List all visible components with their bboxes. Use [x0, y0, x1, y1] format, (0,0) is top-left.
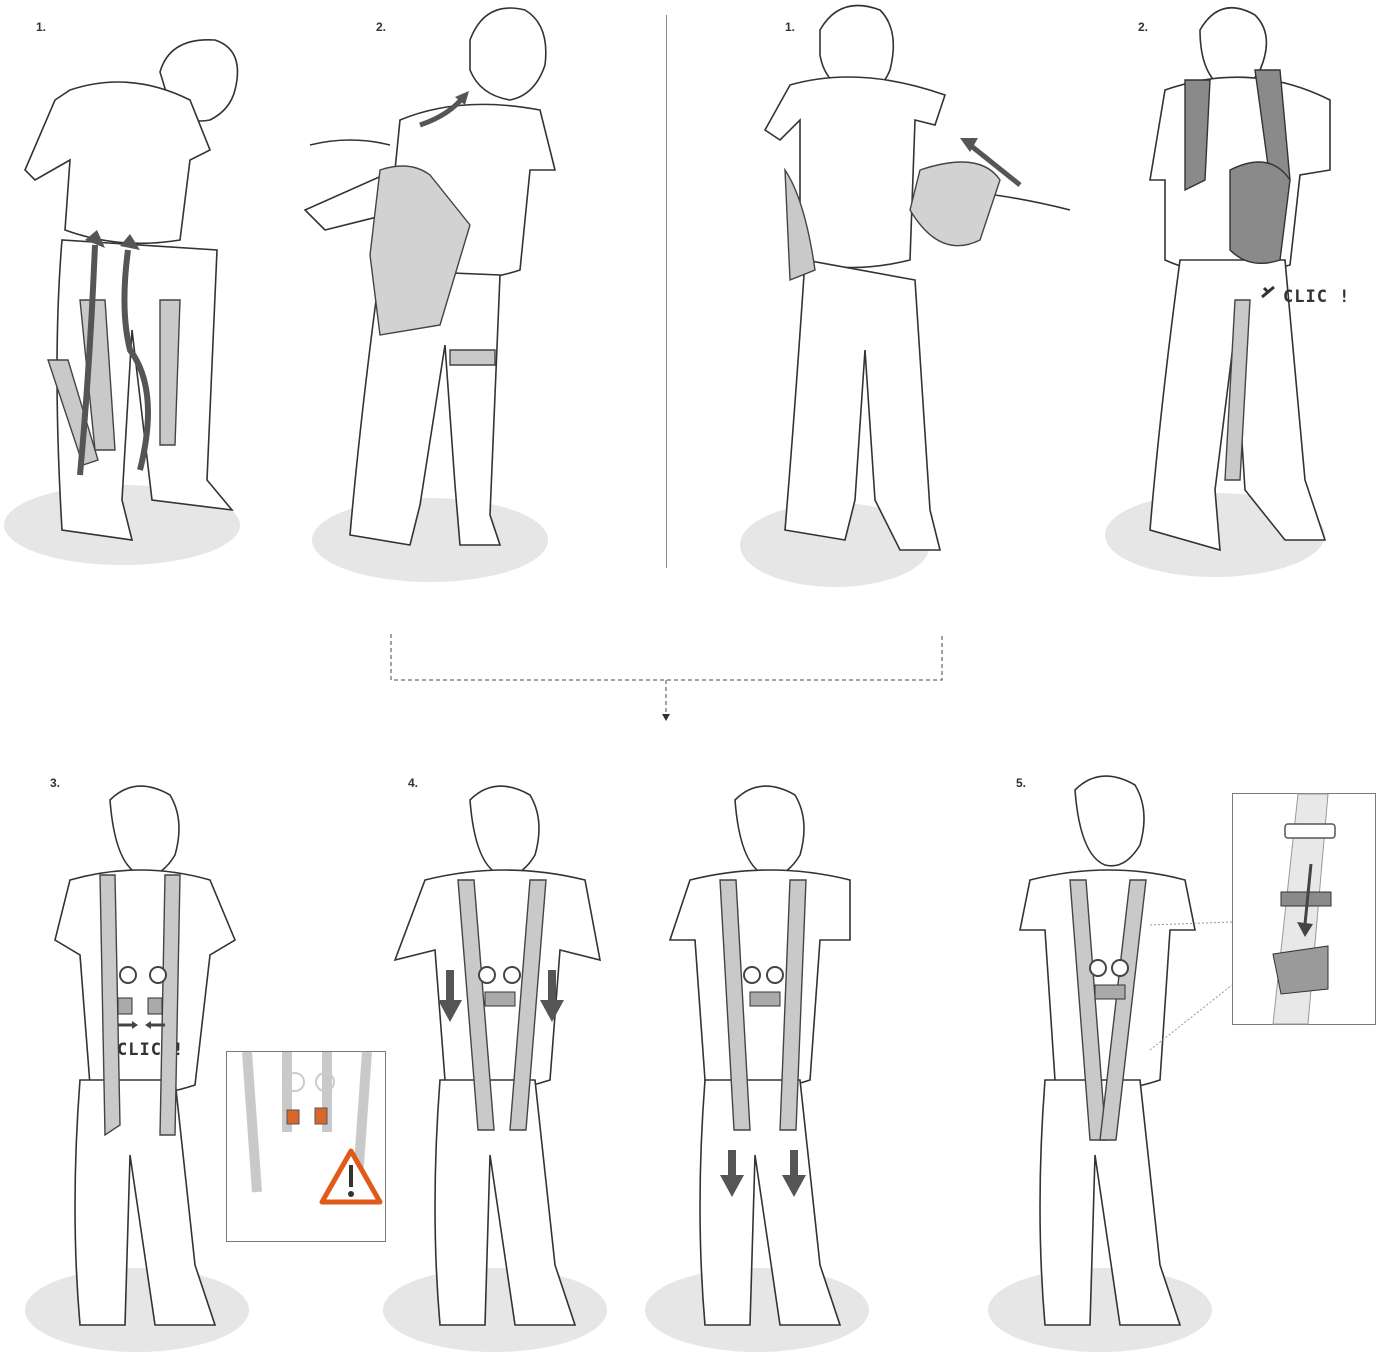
strap-detail	[1233, 794, 1375, 1024]
strap-detail-inset	[1232, 793, 1376, 1025]
